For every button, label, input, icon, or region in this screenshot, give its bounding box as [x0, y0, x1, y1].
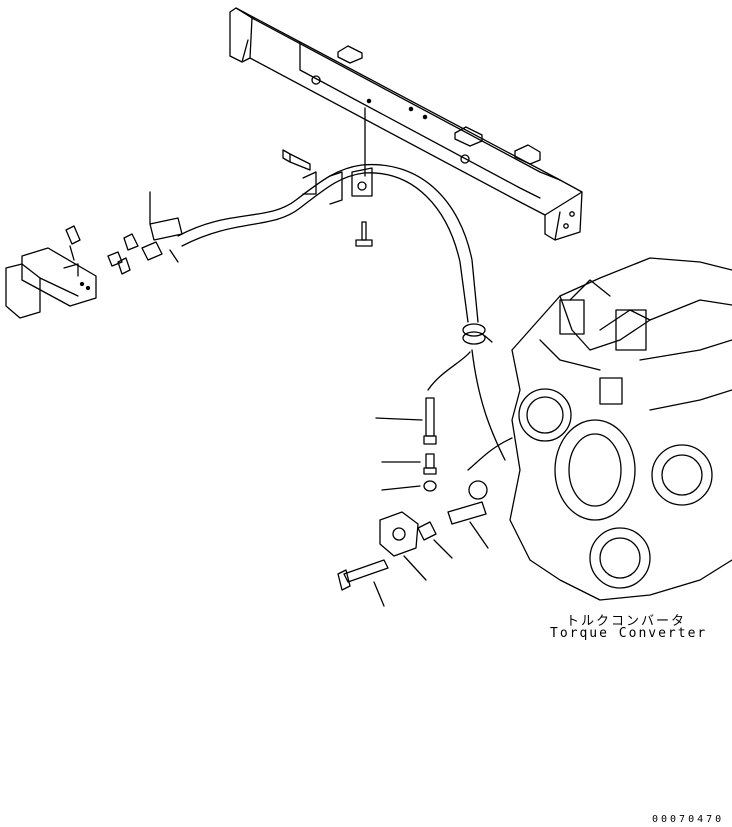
loose-parts — [337, 397, 488, 591]
hose-clamp — [462, 323, 493, 345]
bracket-left — [5, 247, 97, 319]
torque-converter-label-jp: トルクコンバータ — [566, 614, 687, 629]
drawing-number: 00070470 — [652, 814, 725, 825]
torque-converter-label-en: Torque Converter — [550, 626, 708, 641]
mounting-bolts — [282, 107, 373, 247]
cross-member — [229, 7, 583, 241]
hose-line — [177, 163, 506, 461]
leader-lines — [149, 191, 513, 607]
torque-converter-housing — [509, 257, 732, 601]
hose-fittings — [65, 217, 183, 275]
